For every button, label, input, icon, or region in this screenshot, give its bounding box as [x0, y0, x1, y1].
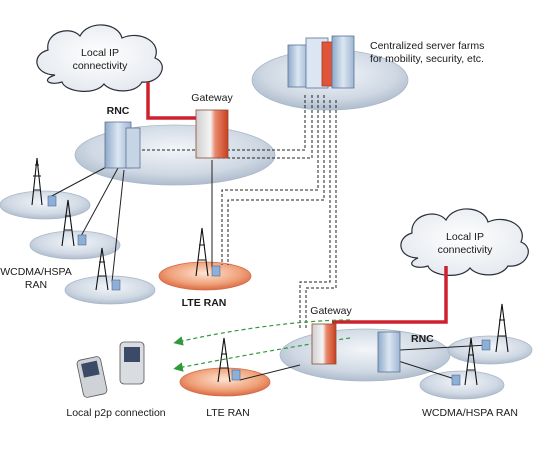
gateway-top-icon: Gateway [191, 92, 233, 159]
red-link-bottom [332, 266, 448, 324]
cloud-right-icon: Local IP connectivity [400, 208, 529, 276]
cloud-right-label-2: connectivity [438, 244, 494, 256]
ran-links [47, 160, 489, 381]
gateway-top-label: Gateway [191, 92, 233, 104]
rnc-top-icon: RNC [104, 105, 141, 169]
red-link-top [146, 82, 198, 120]
cloud-top-label-1: Local IP [81, 47, 119, 59]
rnc-bottom-icon: RNC [377, 331, 434, 373]
p2p-arrows [173, 319, 351, 372]
base-station-icons [47, 195, 491, 386]
gateway-bottom-label: Gateway [310, 305, 352, 317]
cloud-top-icon: Local IP connectivity [36, 24, 163, 92]
ran-disc-left-3 [64, 275, 156, 305]
backhaul-links [140, 95, 337, 330]
local-p2p-label: Local p2p connection [66, 407, 165, 419]
cloud-top-label-2: connectivity [73, 60, 129, 72]
wcdma-left-label-1: WCDMA/HSPA [0, 266, 72, 278]
tower-icons [31, 157, 509, 386]
cloud-right-label-1: Local IP [446, 231, 484, 243]
lte-top-label: LTE RAN [182, 297, 227, 309]
wcdma-left-label-2: RAN [25, 279, 47, 291]
rnc-bottom-label: RNC [411, 333, 434, 345]
lte-bottom-label: LTE RAN [206, 407, 250, 419]
server-farm-label-2: for mobility, security, etc. [370, 53, 484, 65]
ran-disc-left-1 [0, 190, 91, 220]
server-farm-label-1: Centralized server farms [370, 40, 484, 52]
phone-icons [76, 341, 145, 398]
gateway-bottom-icon: Gateway [310, 305, 352, 365]
ran-disc-right-2 [419, 370, 505, 400]
lte-disc-bottom [179, 367, 271, 397]
rnc-top-label: RNC [107, 105, 130, 117]
lte-disc-top [158, 261, 252, 291]
server-farm-icon: Centralized server farms for mobility, s… [287, 35, 484, 89]
ran-disc-left-2 [29, 230, 121, 260]
wcdma-right-label: WCDMA/HSPA RAN [422, 407, 518, 419]
